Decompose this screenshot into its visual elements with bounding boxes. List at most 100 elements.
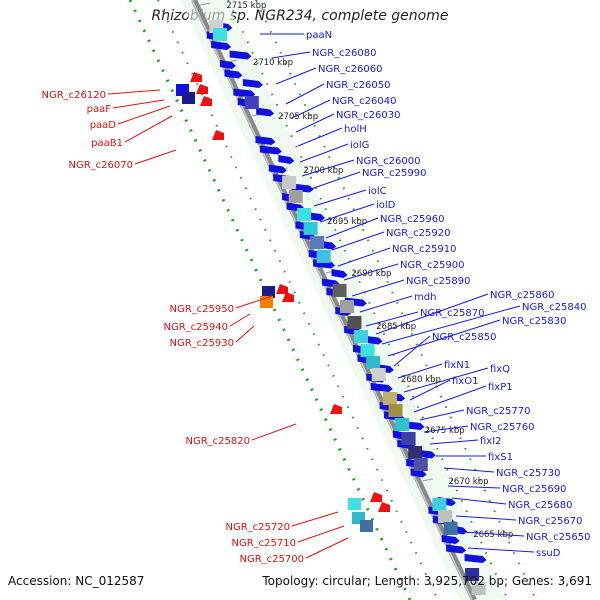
right-label-leader [451, 497, 507, 505]
right-gene-label: NGR_c25900 [400, 260, 465, 271]
feature-arrow [190, 72, 202, 82]
left-gene-label: NGR_c25950 [170, 304, 235, 315]
right-label-leader [299, 143, 349, 163]
right-gene-label: NGR_c26000 [356, 156, 421, 167]
gene-arrow [278, 155, 295, 164]
right-gene-label: NGR_c25850 [432, 332, 497, 343]
gene-arrow [331, 269, 348, 278]
gc-block [371, 368, 386, 381]
gc-block [366, 356, 381, 369]
right-label-leader [375, 293, 489, 335]
right-gene-label: NGR_c25920 [386, 228, 451, 239]
gene-arrow [446, 544, 467, 554]
right-gene-label: NGR_c25670 [518, 516, 583, 527]
left-gene-label: NGR_c25720 [226, 522, 291, 533]
right-label-leader [443, 467, 495, 473]
left-label-leader [251, 423, 297, 441]
right-gene-label: fixO1 [452, 376, 478, 387]
right-gene-label: iolG [350, 140, 369, 151]
gene-arrow [233, 88, 256, 98]
gene-arrow [441, 535, 460, 544]
left-gene-label: NGR_c25820 [186, 436, 251, 447]
gc-block [443, 522, 458, 535]
left-label-leader [291, 511, 339, 527]
left-label-leader [112, 99, 165, 109]
right-gene-label: NGR_c25840 [522, 302, 587, 313]
left-label-leader [297, 525, 345, 543]
right-label-leader [365, 311, 419, 327]
left-label-leader [117, 105, 171, 125]
feature-block [360, 520, 373, 532]
gene-arrow [220, 60, 236, 69]
right-label-leader [359, 295, 413, 313]
right-label-leader [403, 367, 489, 393]
right-gene-label: NGR_c26040 [332, 96, 397, 107]
right-label-layer: paaNNGR_c26080NGR_c26060NGR_c26050NGR_c2… [260, 30, 591, 559]
feature-block [182, 92, 195, 104]
gc-block [332, 284, 347, 297]
left-gene-label: NGR_c25700 [240, 554, 305, 565]
left-gene-label: paaB1 [91, 138, 123, 149]
feature-arrow [330, 404, 342, 414]
right-label-leader [423, 425, 469, 433]
gc-block [413, 458, 428, 471]
right-gene-label: NGR_c25860 [490, 290, 555, 301]
right-gene-label: fixP1 [488, 382, 513, 393]
left-label-leader [235, 295, 273, 309]
gc-block [360, 344, 375, 357]
right-gene-label: fixN1 [444, 360, 470, 371]
right-gene-label: NGR_c26030 [336, 110, 401, 121]
gc-block [316, 250, 331, 263]
right-gene-label: NGR_c25910 [392, 244, 457, 255]
feature-arrow [276, 284, 288, 294]
gene-arrow [229, 50, 252, 60]
right-gene-label: NGR_c25650 [526, 532, 591, 543]
left-gene-label: NGR_c25930 [170, 338, 235, 349]
left-label-leader [107, 89, 161, 95]
gene-arrow [370, 383, 393, 392]
right-gene-label: paaN [306, 30, 332, 41]
feature-block [262, 286, 275, 298]
left-gene-label: paaD [90, 120, 117, 131]
left-label-leader [305, 537, 349, 559]
gc-block [354, 330, 368, 343]
left-gene-label: NGR_c25710 [232, 538, 297, 549]
left-label-leader [235, 325, 255, 343]
gene-arrow [242, 79, 263, 88]
gc-block [471, 582, 486, 595]
right-gene-label: NGR_c25680 [508, 500, 573, 511]
right-gene-label: NGR_c26050 [326, 80, 391, 91]
gc-block [382, 392, 397, 405]
right-label-leader [387, 319, 501, 357]
right-gene-label: holH [344, 124, 367, 135]
left-gene-label: NGR_c26120 [42, 90, 107, 101]
right-label-leader [343, 263, 399, 281]
left-label-leader [229, 313, 251, 327]
right-gene-label: iolD [376, 200, 396, 211]
gene-arrow [256, 107, 275, 117]
tick-label: 2680 kbp [401, 375, 441, 385]
tick-label: 2710 kbp [253, 58, 293, 68]
summary-text: Topology: circular; Length: 3,925,702 bp… [262, 574, 592, 588]
accession-text: Accession: NC_012587 [8, 574, 145, 588]
gc-block [288, 190, 303, 203]
right-label-leader [325, 217, 379, 239]
tick-label: 2715 kbp [226, 1, 266, 11]
gc-block [438, 510, 452, 523]
left-label-leader [134, 149, 177, 165]
right-label-leader [291, 99, 331, 119]
right-gene-label: NGR_c25960 [380, 214, 445, 225]
gc-block [347, 316, 362, 329]
right-label-leader [337, 247, 391, 267]
right-gene-label: NGR_c25690 [502, 484, 567, 495]
gene-arrow [259, 145, 282, 155]
gc-block [408, 446, 423, 459]
gene-arrow [464, 554, 487, 563]
feature-arrow [370, 492, 382, 502]
tick-label: 2695 kbp [327, 217, 367, 227]
right-label-leader [319, 203, 375, 223]
right-gene-label: fixQ [490, 364, 510, 375]
left-gene-label: paaF [87, 104, 112, 115]
gc-block [395, 418, 410, 431]
